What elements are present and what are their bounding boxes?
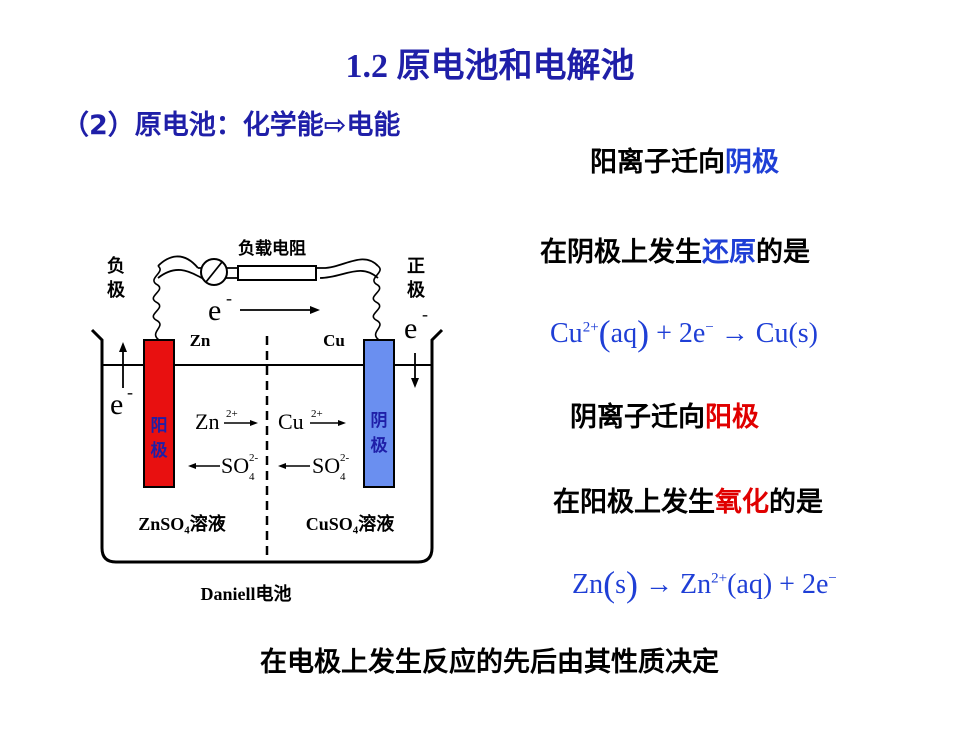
zinc-electrode — [143, 339, 175, 488]
load-resistor-label: 负载电阻 — [238, 238, 306, 259]
anode-label-1: 阳 — [151, 416, 168, 436]
zn-ion: Zn — [195, 409, 219, 434]
cu-ion: Cu — [278, 409, 304, 434]
svg-text:4: 4 — [340, 471, 346, 483]
svg-text:4: 4 — [249, 471, 255, 483]
load-resistor — [237, 265, 317, 281]
positive-label-1: 正 — [407, 256, 425, 277]
cu-electrode-label: Cu — [323, 331, 345, 350]
right-coil-wire — [372, 265, 381, 341]
svg-text:-: - — [226, 288, 232, 308]
anion-migration-text: 阴离子迁向阳极 — [570, 402, 759, 433]
left-coil-wire — [152, 265, 161, 341]
page-title: 1.2 原电池和电解池 — [345, 48, 635, 85]
electron-left: e — [110, 388, 123, 421]
zn-electrode-label: Zn — [190, 331, 211, 350]
svg-text:-: - — [422, 304, 428, 324]
cathode-label-1: 阴 — [371, 411, 388, 431]
positive-label-2: 极 — [407, 280, 426, 301]
svg-text:2-: 2- — [340, 452, 350, 464]
cathode-label-2: 极 — [371, 436, 388, 456]
section-subtitle: （2）原电池：化学能⇨电能 — [62, 110, 401, 141]
anode-label-2: 极 — [151, 441, 168, 461]
daniell-cell-diagram: 阳 极 阴 极 负载电阻 负 极 正 极 Zn Cu e - e - e - Z… — [90, 238, 444, 604]
left-solution-label: ZnSO₄溶液 — [138, 513, 226, 534]
cathode-reaction-text: 在阴极上发生还原的是 — [540, 237, 810, 268]
copper-electrode — [363, 339, 395, 488]
sulfate-ion-right: SO — [312, 453, 340, 478]
svg-text:2-: 2- — [249, 452, 259, 464]
anode-reaction-text: 在阳极上发生氧化的是 — [553, 487, 823, 518]
footer-text: 在电极上发生反应的先后由其性质决定 — [260, 647, 719, 678]
svg-text:2+: 2+ — [311, 408, 323, 420]
negative-label-1: 负 — [107, 255, 125, 277]
right-solution-label: CuSO₄溶液 — [306, 513, 395, 534]
cation-migration-text: 阳离子迁向阴极 — [590, 147, 779, 178]
diagram-caption: Daniell电池 — [200, 583, 291, 604]
electron-right: e — [404, 312, 417, 345]
svg-text:2+: 2+ — [226, 408, 238, 420]
cathode-equation: Cu2+(aq) + 2e− → Cu(s) — [550, 313, 819, 353]
negative-label-2: 极 — [107, 280, 126, 301]
electron-top: e — [208, 294, 221, 327]
svg-text:-: - — [127, 382, 133, 402]
anode-equation: Zn(s) → Zn2+(aq) + 2e− — [572, 564, 837, 604]
sulfate-ion-left: SO — [221, 453, 249, 478]
